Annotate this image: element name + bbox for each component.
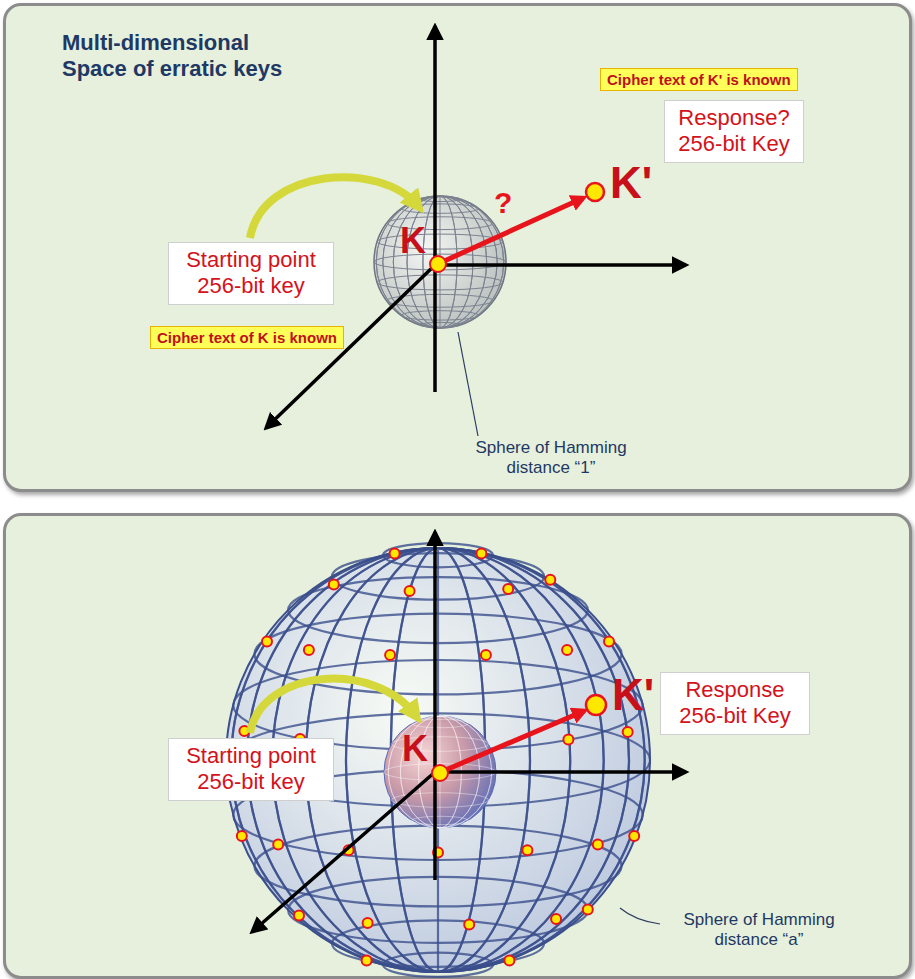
key-point [481, 650, 491, 660]
parallel [412, 719, 468, 727]
start-box: Starting point 256-bit key [168, 242, 334, 305]
box-text: Starting point 256-bit key [177, 743, 325, 796]
key-point [562, 645, 572, 655]
meridian [376, 196, 504, 328]
box-text: Starting point 256-bit key [177, 247, 325, 300]
key-point [262, 636, 272, 646]
key-point [629, 831, 639, 841]
cipher-note: Cipher text of K' is known [600, 68, 798, 91]
meridian [346, 548, 530, 972]
meridian [423, 196, 457, 328]
sphere-label: Sphere of Hamming distance “a” [664, 910, 854, 951]
key-point [504, 956, 514, 966]
key-point [237, 831, 247, 841]
meridian [407, 196, 473, 328]
meridian [393, 196, 486, 328]
parallel [377, 275, 503, 290]
parallel [420, 322, 461, 327]
parallel [254, 826, 621, 907]
parallel [401, 311, 479, 320]
sphere-grid [374, 196, 506, 328]
start-box: Starting point 256-bit key [168, 738, 334, 801]
key-point [503, 584, 513, 594]
parallel [412, 816, 468, 824]
point-label: K [400, 220, 426, 262]
parallel [288, 577, 588, 643]
panel-title: Multi-dimensional Space of erratic keys [62, 30, 312, 83]
question-mark: ? [494, 186, 512, 220]
key-point [583, 904, 593, 914]
cipher-note: Cipher text of K is known [150, 326, 344, 349]
key-point [551, 914, 561, 924]
box-text: Cipher text of K is known [157, 329, 337, 346]
key-point [464, 920, 474, 930]
parallel [288, 877, 588, 943]
box-text: Cipher text of K' is known [607, 71, 791, 88]
parallel [383, 953, 493, 977]
parallel [420, 197, 461, 202]
point-label: K [402, 728, 428, 770]
response-box: Response? 256-bit Key [664, 100, 804, 163]
sphere-label: Sphere of Hamming distance “1” [462, 438, 640, 479]
key-point [390, 548, 400, 558]
meridian [383, 196, 497, 328]
key-point [563, 735, 573, 745]
key-point [363, 918, 373, 928]
key-point [385, 650, 395, 660]
key-point [294, 911, 304, 921]
meridian [306, 548, 570, 972]
key-point [522, 845, 532, 855]
box-text: Response? 256-bit Key [673, 105, 795, 158]
meridian [423, 196, 457, 328]
key-point [362, 956, 372, 966]
parallel [392, 793, 489, 808]
key-point [304, 645, 314, 655]
meridian [376, 196, 504, 328]
point-label: K' [610, 158, 652, 208]
key-point [329, 579, 339, 589]
key-point [273, 839, 283, 849]
meridian [346, 548, 530, 972]
key-point [604, 636, 614, 646]
key-point [623, 727, 633, 737]
parallel [383, 543, 493, 567]
meridian [383, 196, 497, 328]
meridian [393, 196, 486, 328]
response-box: Response 256-bit Key [660, 672, 810, 735]
meridian [306, 548, 570, 972]
box-text: Response 256-bit Key [669, 677, 801, 730]
key-point [545, 575, 555, 585]
key-point [476, 548, 486, 558]
key-point [593, 839, 603, 849]
point-label: K' [612, 670, 654, 720]
meridian [407, 196, 473, 328]
key-point [405, 586, 415, 596]
